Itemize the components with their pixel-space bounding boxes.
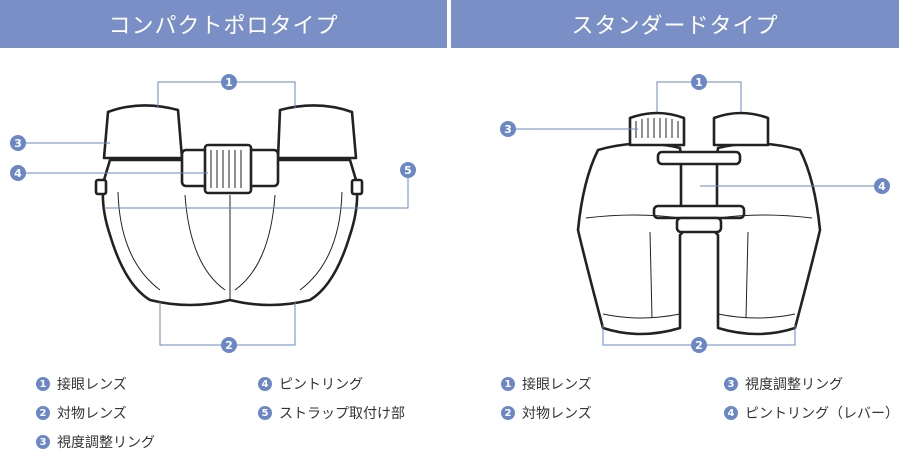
standard-lower-hinge — [675, 216, 723, 234]
svg-text:1: 1 — [695, 76, 703, 89]
callout-4-standard: 4 — [874, 178, 890, 194]
callout-4-compact: 4 — [10, 165, 26, 181]
standard-diopter-ring-grip — [635, 118, 679, 138]
compact-eyepiece-left — [102, 104, 184, 160]
compact-strap-lug-left — [94, 178, 108, 196]
compact-strap-lug-right — [350, 178, 364, 196]
callout-2-compact: 2 — [221, 337, 237, 353]
callout-1-compact: 1 — [221, 74, 237, 90]
svg-text:2: 2 — [695, 339, 703, 352]
callout-3-compact: 3 — [10, 135, 26, 151]
compact-binocular-drawing — [94, 104, 364, 307]
compact-focus-knob-grip — [210, 150, 242, 188]
svg-text:2: 2 — [225, 339, 233, 352]
standard-barrel-left — [576, 142, 692, 336]
callout-1-standard: 1 — [691, 74, 707, 90]
compact-focus-knob — [203, 143, 253, 195]
standard-barrel-right — [706, 142, 822, 336]
svg-text:1: 1 — [225, 76, 233, 89]
callout-3-standard: 3 — [500, 121, 516, 137]
svg-text:4: 4 — [878, 180, 886, 193]
svg-text:5: 5 — [404, 164, 412, 177]
callout-5-compact: 5 — [400, 162, 416, 178]
standard-eyepiece-left — [628, 111, 686, 147]
standard-focus-lever-top — [656, 150, 742, 166]
compact-type-header: コンパクトポロタイプ — [0, 0, 447, 48]
svg-text:4: 4 — [14, 167, 22, 180]
svg-text:3: 3 — [504, 123, 512, 136]
callout-2-standard: 2 — [691, 337, 707, 353]
standard-type-header: スタンダードタイプ — [451, 0, 899, 48]
standard-eyepiece-right — [712, 111, 770, 147]
compact-eyepiece-right — [276, 104, 358, 160]
svg-text:3: 3 — [14, 137, 22, 150]
standard-binocular-drawing — [576, 111, 822, 336]
